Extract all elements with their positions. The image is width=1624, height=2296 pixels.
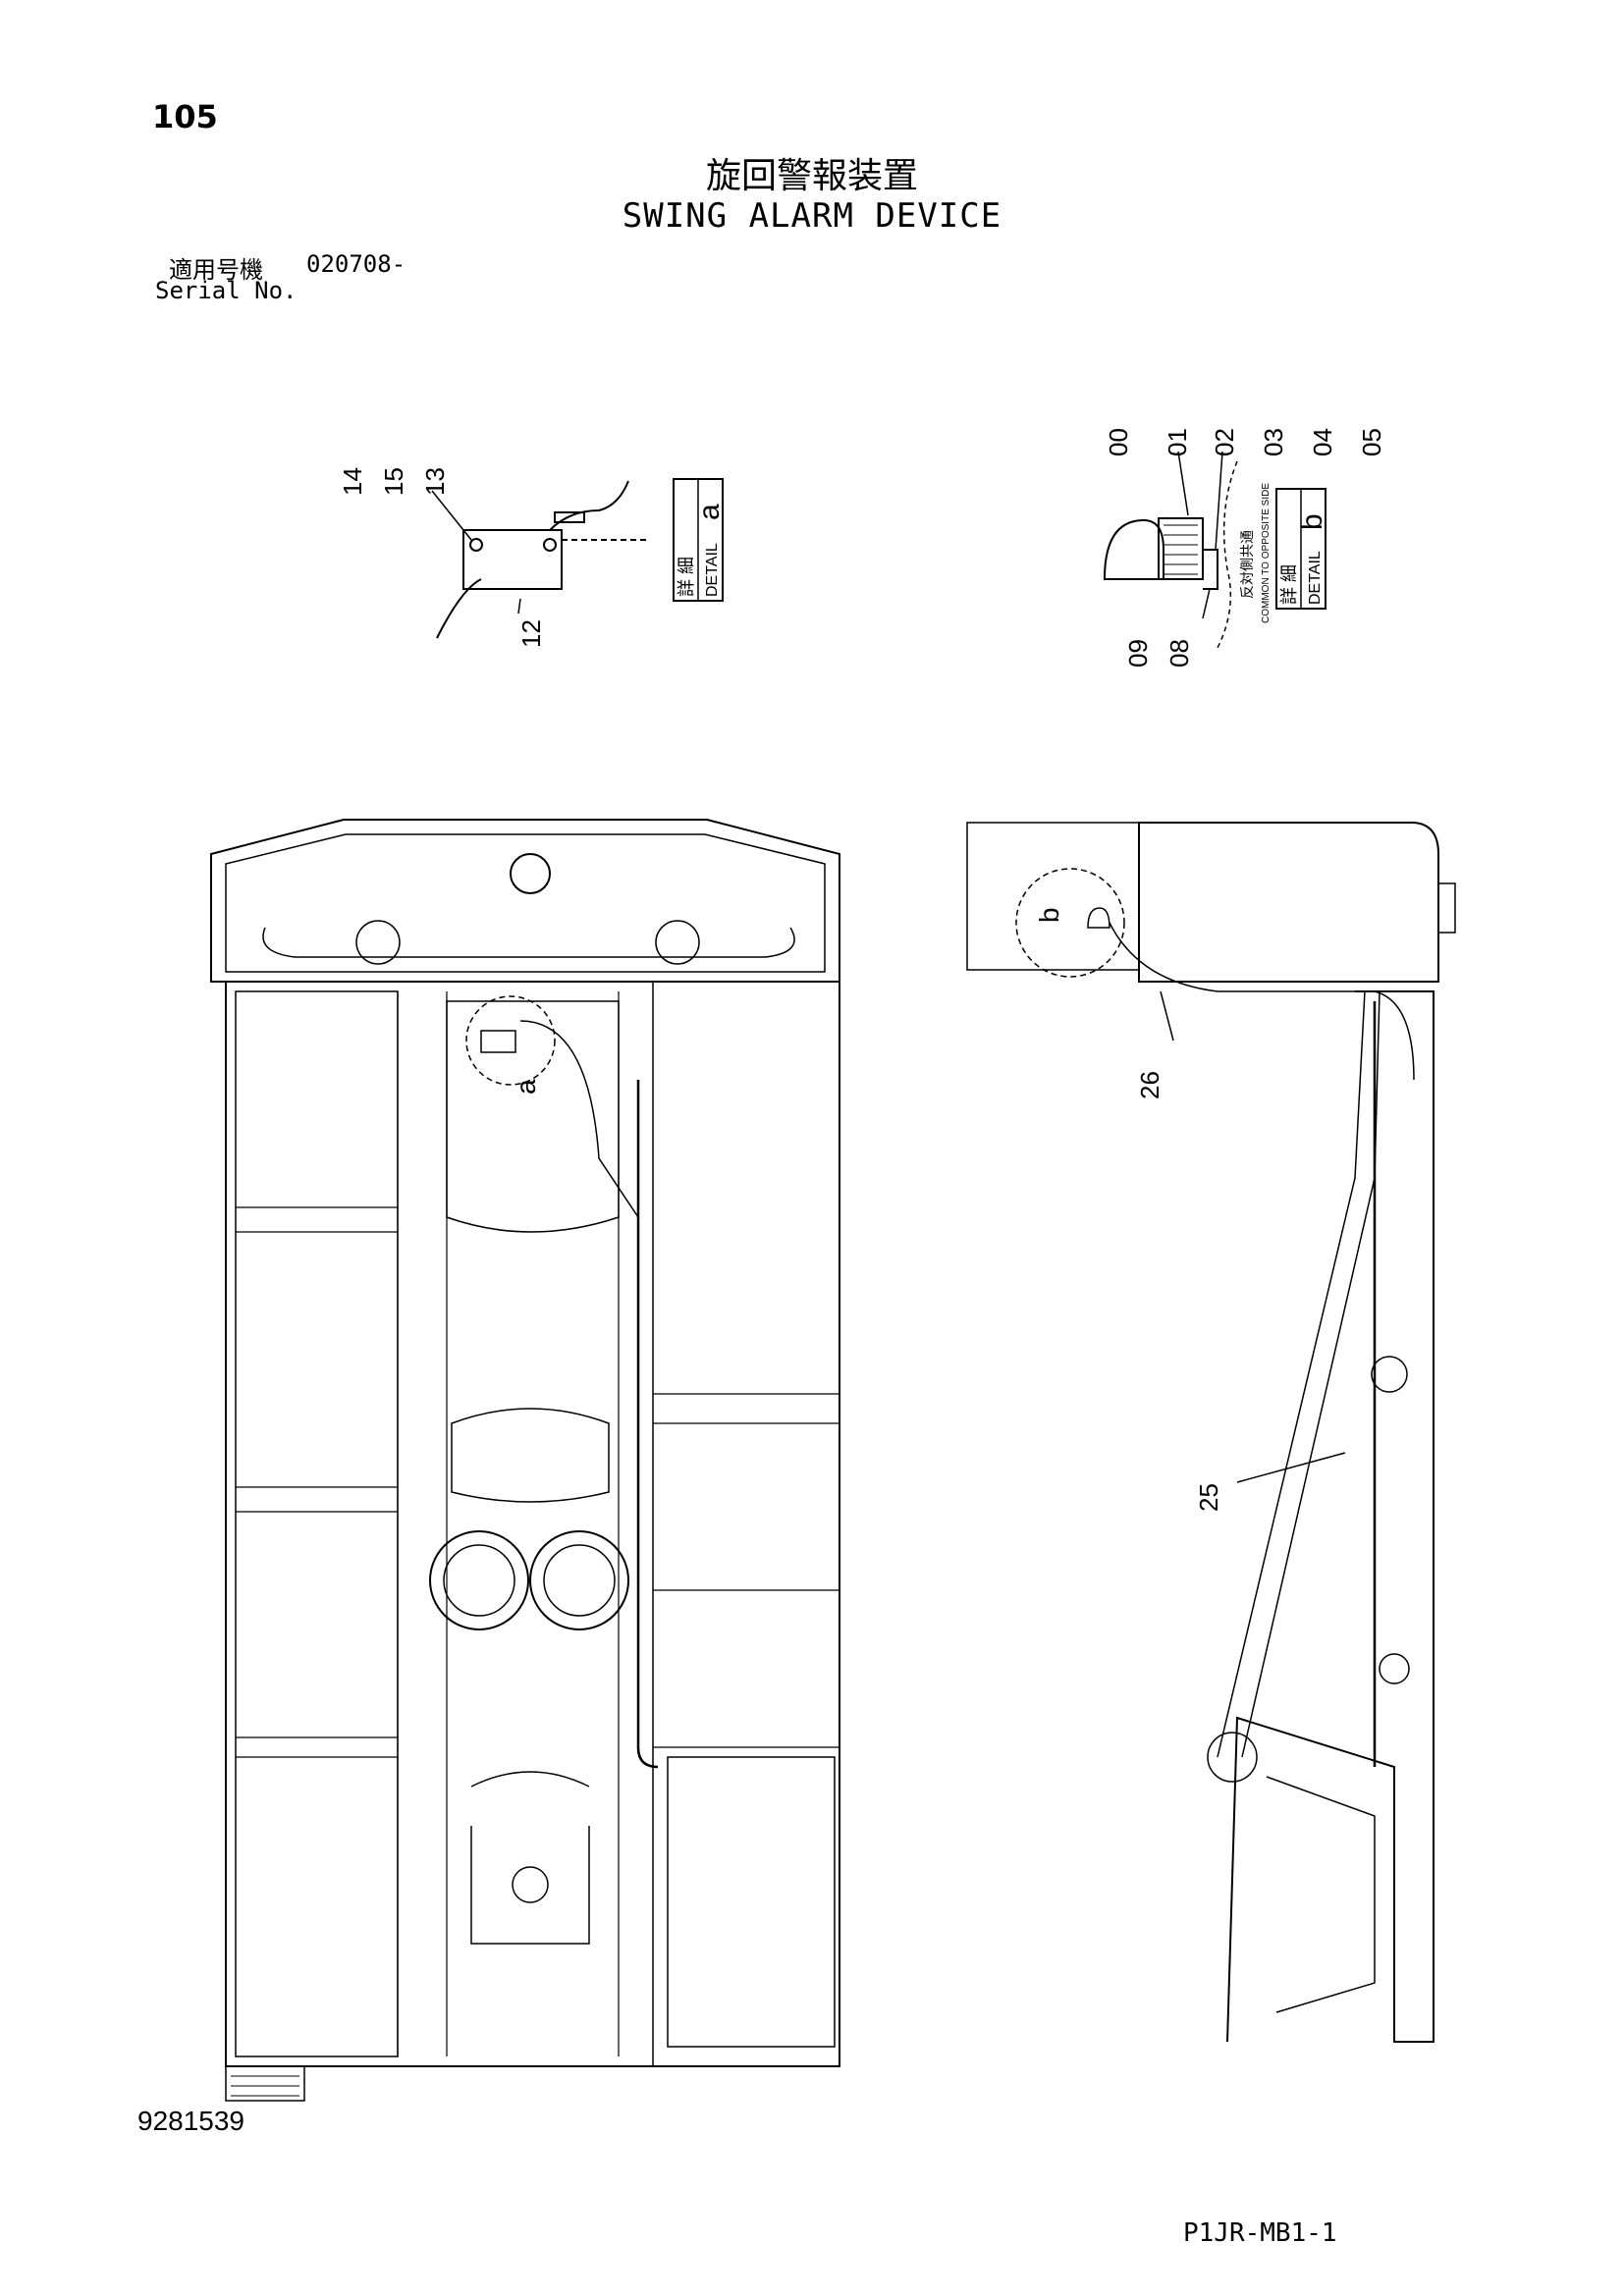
beacon-bracket xyxy=(1203,549,1218,590)
title-japanese: 旋回警報装置 xyxy=(705,156,918,196)
callout-04: 04 xyxy=(1308,428,1337,456)
detail-b-note-en: COMMON TO OPPOSITE SIDE xyxy=(1261,483,1272,623)
beacon-dome xyxy=(1103,518,1164,580)
connector-a xyxy=(554,511,585,523)
serial-label-japanese: 適用号機 xyxy=(169,256,263,284)
upper-frame-side xyxy=(1226,990,1435,2043)
leader-26 xyxy=(1160,990,1174,1041)
frame-outline xyxy=(225,981,840,2067)
side-beacon xyxy=(1087,907,1110,929)
detail-a-box-letter: a xyxy=(693,504,726,520)
main-view-marker-a: a xyxy=(511,1079,541,1095)
counterweight-hole xyxy=(510,853,551,894)
side-view xyxy=(966,822,1456,2043)
detail-b-boundary xyxy=(1217,460,1238,649)
mount-curve-a xyxy=(436,578,482,639)
callout-12: 12 xyxy=(516,619,546,648)
detail-a-circle xyxy=(465,995,556,1086)
cab-guard xyxy=(966,822,1140,971)
left-deck xyxy=(235,990,399,2057)
page-number: 105 xyxy=(152,98,218,135)
counterweight-harness xyxy=(262,927,795,958)
leader-08 xyxy=(1202,588,1211,619)
detail-b-note-jp: 反対側共通 xyxy=(1239,530,1255,599)
detail-a xyxy=(431,478,724,639)
detail-b-box-letter: b xyxy=(1296,513,1328,530)
frame-crossmembers xyxy=(236,991,839,2056)
callout-26: 26 xyxy=(1135,1071,1164,1099)
engine-hood xyxy=(1138,822,1439,983)
callout-09: 09 xyxy=(1123,639,1153,667)
leader-12 xyxy=(517,598,521,614)
callout-25: 25 xyxy=(1194,1483,1223,1512)
callout-02: 02 xyxy=(1210,428,1239,456)
callout-08: 08 xyxy=(1164,639,1194,667)
bolt-a-right xyxy=(543,538,557,552)
swing-bearing-right xyxy=(529,1530,629,1630)
detail-a-box-jp: 詳 細 xyxy=(677,557,696,597)
bolt-a-left xyxy=(469,538,483,552)
step-plate xyxy=(225,2065,305,2102)
side-view-marker-b: b xyxy=(1034,907,1064,923)
document-number: 9281539 xyxy=(137,2106,245,2136)
alarm-box-a xyxy=(462,529,563,590)
control-panel xyxy=(667,1756,836,2048)
leader-14 xyxy=(431,490,472,541)
boom-side-left xyxy=(1217,990,1366,1758)
swing-bearing-left xyxy=(429,1530,529,1630)
page-reference: P1JR-MB1-1 xyxy=(1183,2218,1337,2248)
right-deck xyxy=(652,981,840,2067)
counterweight-inner xyxy=(225,833,826,973)
leader-02 xyxy=(1215,451,1223,551)
beacon-base xyxy=(1158,517,1204,580)
title-english: SWING ALARM DEVICE xyxy=(622,196,1002,236)
counterweight-outline xyxy=(210,819,840,983)
center-tank xyxy=(446,1000,620,1233)
callout-00: 00 xyxy=(1104,428,1133,456)
cable-a xyxy=(549,480,629,531)
detail-b-box-jp: 詳 細 xyxy=(1279,564,1299,605)
detail-b xyxy=(1103,451,1326,649)
callout-14: 14 xyxy=(338,467,367,496)
callout-05: 05 xyxy=(1357,428,1386,456)
top-view-frame xyxy=(210,819,840,2102)
callout-13: 13 xyxy=(420,467,450,496)
callout-03: 03 xyxy=(1259,428,1288,456)
callout-15: 15 xyxy=(379,467,408,496)
leader-25 xyxy=(1236,1452,1346,1483)
detail-a-box-en: DETAIL xyxy=(704,543,721,597)
serial-label-english: Serial No. xyxy=(155,277,298,304)
detail-b-circle xyxy=(1015,868,1125,978)
leader-01 xyxy=(1177,451,1189,516)
serial-number-value: 020708- xyxy=(306,250,406,278)
callout-01: 01 xyxy=(1163,428,1192,456)
detail-b-box-en: DETAIL xyxy=(1307,551,1324,605)
main-harness xyxy=(636,1080,659,1769)
